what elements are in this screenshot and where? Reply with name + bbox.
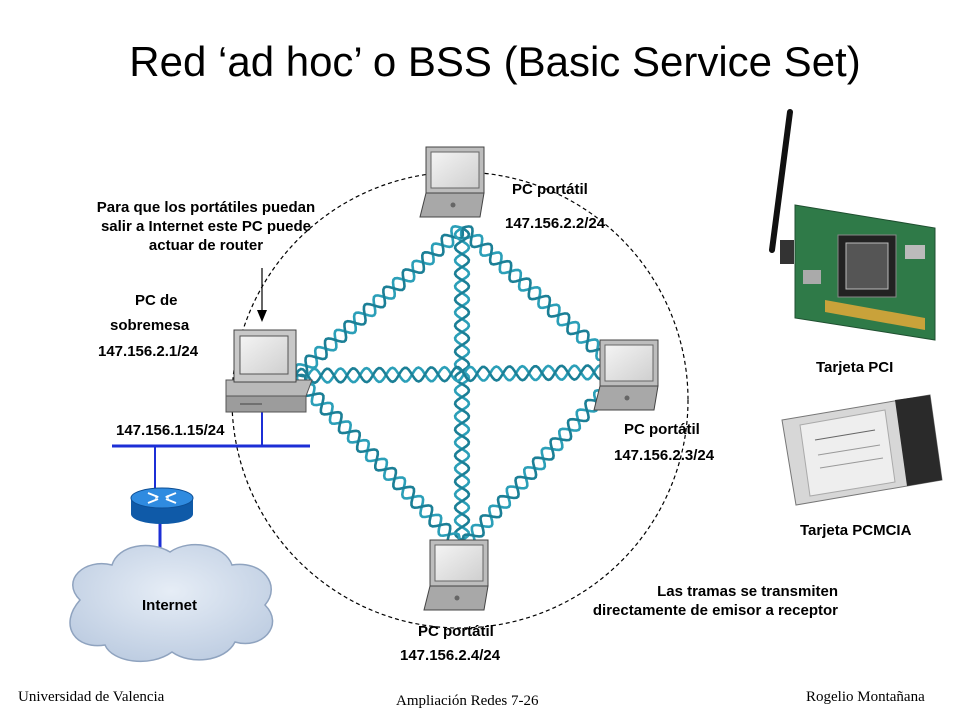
- footer-university: Universidad de Valencia: [18, 689, 165, 705]
- router-note: Para que los portátiles puedan salir a I…: [96, 199, 316, 254]
- laptop-bottom-label: PC portátil: [418, 623, 494, 640]
- page-title: Red ‘ad hoc’ o BSS (Basic Service Set): [129, 38, 861, 85]
- frames-note: Las tramas se transmiten directamente de…: [592, 583, 838, 619]
- pci-card-image: [769, 109, 936, 341]
- laptop-top-label: PC portátil: [512, 181, 588, 198]
- link-desktop-bottom: [292, 373, 468, 554]
- laptop-bottom-ip: 147.156.2.4/24: [400, 647, 501, 664]
- pci-card-label: Tarjeta PCI: [816, 359, 894, 376]
- footer-author: Rogelio Montañana: [806, 689, 925, 705]
- laptop-right-icon: [593, 339, 659, 411]
- desktop-label-line2: sobremesa: [110, 317, 190, 334]
- internet-cloud-icon: [69, 544, 274, 663]
- link-top-right: [459, 225, 628, 378]
- desktop-wired-ip: 147.156.1.15/24: [116, 422, 225, 439]
- wireless-links: [292, 224, 628, 554]
- link-top-bottom: [453, 226, 471, 549]
- internet-label: Internet: [142, 597, 198, 614]
- laptop-top-icon: [419, 146, 485, 218]
- footer-course: Ampliación Redes 7-26: [396, 693, 539, 709]
- pcmcia-card-label: Tarjeta PCMCIA: [800, 522, 912, 539]
- note-arrow-head: [257, 310, 267, 322]
- desktop-label-line1: PC de: [135, 292, 178, 309]
- link-top-desktop: [292, 224, 465, 379]
- link-desktop-right: [293, 363, 624, 385]
- laptop-bottom-icon: [423, 539, 489, 611]
- desktop-ip: 147.156.2.1/24: [98, 343, 199, 360]
- laptop-right-ip: 147.156.2.3/24: [614, 447, 715, 464]
- desktop-pc-icon: [225, 329, 313, 413]
- laptop-top-ip: 147.156.2.2/24: [505, 215, 606, 232]
- pcmcia-card-image: [781, 394, 943, 506]
- router-icon: [130, 487, 194, 524]
- laptop-right-label: PC portátil: [624, 421, 700, 438]
